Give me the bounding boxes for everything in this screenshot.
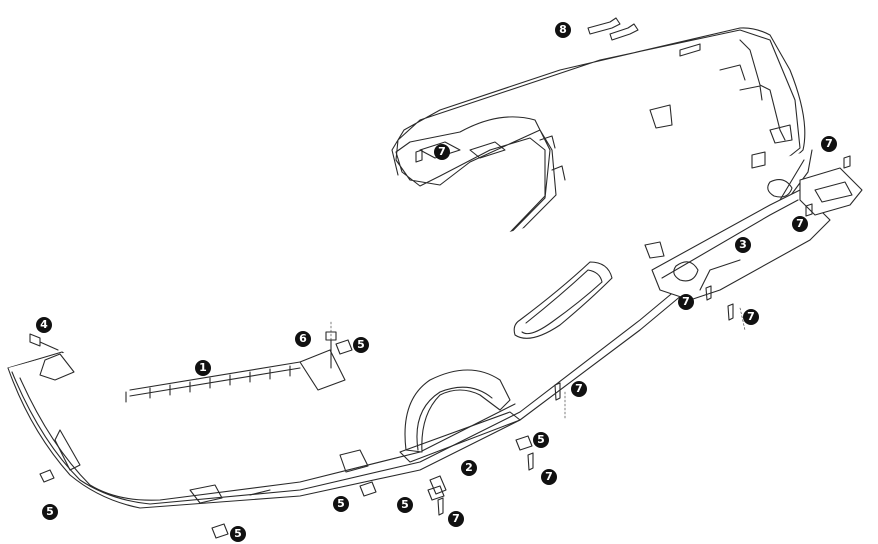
- callout-7[interactable]: 7: [743, 309, 759, 325]
- callout-5[interactable]: 5: [353, 337, 369, 353]
- screws: [415, 149, 851, 516]
- callout-7[interactable]: 7: [434, 144, 450, 160]
- callout-7[interactable]: 7: [792, 216, 808, 232]
- callout-5[interactable]: 5: [333, 496, 349, 512]
- callout-2[interactable]: 2: [461, 460, 477, 476]
- lower-trim-part: [399, 369, 521, 495]
- callout-4[interactable]: 4: [36, 317, 52, 333]
- callout-5[interactable]: 5: [42, 504, 58, 520]
- callout-8[interactable]: 8: [555, 22, 571, 38]
- callout-6[interactable]: 6: [295, 331, 311, 347]
- bumper-cover-part: [7, 27, 813, 509]
- push-clip-part: [29, 333, 59, 351]
- callout-5[interactable]: 5: [230, 526, 246, 542]
- callout-7[interactable]: 7: [571, 381, 587, 397]
- callout-3[interactable]: 3: [735, 237, 751, 253]
- callout-1[interactable]: 1: [195, 360, 211, 376]
- bolt-part: [325, 331, 337, 369]
- leader-lines: [330, 307, 746, 421]
- callout-7[interactable]: 7: [448, 511, 464, 527]
- callout-5[interactable]: 5: [397, 497, 413, 513]
- retaining-clips: [587, 17, 639, 41]
- clip-nuts: [39, 339, 533, 539]
- callout-5[interactable]: 5: [533, 432, 549, 448]
- callout-7[interactable]: 7: [821, 136, 837, 152]
- callout-7[interactable]: 7: [541, 469, 557, 485]
- callout-7[interactable]: 7: [678, 294, 694, 310]
